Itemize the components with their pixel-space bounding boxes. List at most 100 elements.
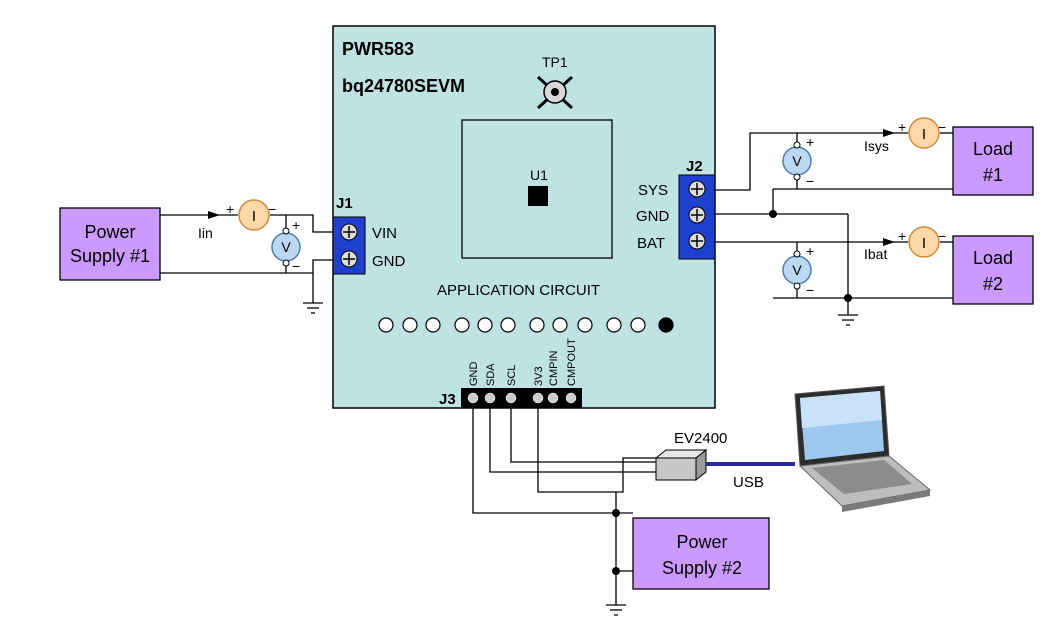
- ev2400-adapter-icon: [654, 448, 708, 482]
- led: [477, 317, 493, 333]
- junction-dot: [612, 509, 620, 517]
- led: [402, 317, 418, 333]
- power-supply-1-line2: Supply #1: [70, 246, 150, 266]
- load-2-line1: Load: [973, 248, 1013, 268]
- u1-chip: [528, 186, 548, 206]
- j3-pin-cmpin: CMPIN: [548, 351, 560, 387]
- j3-pin-sda: SDA: [485, 363, 497, 386]
- current-arrow: [883, 129, 895, 137]
- j3-pin-labels: GND SDA SCL 3V3 CMPIN CMPOUT: [468, 338, 578, 386]
- j2-label: J2: [686, 158, 703, 175]
- load-2-line2: #2: [983, 274, 1003, 294]
- power-supply-1-line1: Power: [84, 222, 135, 242]
- laptop-icon: [794, 385, 932, 512]
- terminal-dot: [282, 259, 290, 267]
- led: [425, 317, 441, 333]
- terminal-dot: [793, 173, 801, 181]
- j1-pin-vin: VIN: [372, 225, 397, 242]
- load-1-box: [952, 126, 1034, 196]
- ammeter-icon: [238, 199, 270, 231]
- application-circuit-label: APPLICATION CIRCUIT: [437, 282, 600, 299]
- ammeter-minus: −: [938, 228, 946, 244]
- voltmeter-symbol: V: [281, 239, 291, 255]
- j3-pin: [532, 392, 544, 404]
- power-supply-2-box: [632, 517, 770, 590]
- led: [500, 317, 516, 333]
- j3-pin-gnd: GND: [468, 362, 480, 387]
- u1-label: U1: [530, 167, 548, 183]
- u1-outline: [461, 119, 613, 259]
- ammeter-symbol: I: [922, 126, 926, 143]
- j3-pins: [467, 392, 577, 404]
- voltmeter-plus: +: [292, 217, 300, 233]
- led: [606, 317, 622, 333]
- terminal-screw-icon: [340, 223, 358, 241]
- junction-dot: [844, 294, 852, 302]
- j1-pin-gnd: GND: [372, 253, 406, 270]
- voltmeter-minus: −: [806, 173, 814, 189]
- ammeter-icon: [908, 226, 940, 258]
- ammeter-symbol: I: [252, 208, 256, 225]
- isys-label: Isys: [864, 138, 889, 154]
- ground-symbol: [838, 314, 858, 326]
- j3-pin: [467, 392, 479, 404]
- j3-pin: [565, 392, 577, 404]
- led: [529, 317, 545, 333]
- ammeter-plus: +: [898, 228, 906, 244]
- j2-pin-bat: BAT: [637, 235, 665, 252]
- ground-symbol: [606, 604, 626, 616]
- ev2400-label: EV2400: [674, 430, 727, 447]
- terminal-screw-icon: [688, 180, 706, 198]
- iin-label: Iin: [198, 225, 213, 241]
- led: [378, 317, 394, 333]
- terminal-dot: [793, 282, 801, 290]
- ibat-label: Ibat: [864, 246, 887, 262]
- power-supply-2-line2: Supply #2: [662, 558, 742, 578]
- terminal-screw-icon: [340, 250, 358, 268]
- terminal-dot: [793, 250, 801, 258]
- voltmeter-symbol: V: [792, 153, 802, 169]
- led: [552, 317, 568, 333]
- load-1-line1: Load: [973, 139, 1013, 159]
- ammeter-plus: +: [226, 201, 234, 217]
- led-filled: [658, 317, 674, 333]
- led: [630, 317, 646, 333]
- terminal-dot: [282, 227, 290, 235]
- j3-label: J3: [439, 391, 456, 408]
- terminal-screw-icon: [688, 232, 706, 250]
- board-title: PWR583: [342, 39, 414, 59]
- j3-pin-cmpout: CMPOUT: [566, 338, 578, 386]
- current-arrow: [883, 238, 895, 246]
- terminal-screw-icon: [688, 206, 706, 224]
- voltmeter-minus: −: [292, 258, 300, 274]
- usb-label: USB: [733, 474, 764, 491]
- j3-pin-scl: SCL: [506, 365, 518, 386]
- led: [454, 317, 470, 333]
- current-arrow: [208, 211, 220, 219]
- j3-pin: [505, 392, 517, 404]
- test-point-icon: [536, 75, 574, 110]
- ammeter-minus: −: [938, 119, 946, 135]
- ammeter-symbol: I: [922, 235, 926, 252]
- tp1-label: TP1: [542, 54, 568, 70]
- voltmeter-plus: +: [806, 243, 814, 259]
- j3-pin: [484, 392, 496, 404]
- power-supply-2-line1: Power: [676, 532, 727, 552]
- j1-label: J1: [336, 195, 353, 212]
- led: [577, 317, 593, 333]
- power-supply-1-box: [59, 207, 161, 281]
- board-part-number: bq24780SEVM: [342, 76, 465, 96]
- junctions: [612, 210, 852, 575]
- load-2-box: [952, 235, 1034, 305]
- led-row: [378, 317, 674, 333]
- junction-dot: [612, 567, 620, 575]
- j2-pin-sys: SYS: [638, 182, 668, 199]
- load-1-line2: #1: [983, 165, 1003, 185]
- ground-symbol: [303, 302, 323, 314]
- junction-dot: [769, 210, 777, 218]
- j2-pin-gnd: GND: [636, 208, 670, 225]
- j3-pin-3v3: 3V3: [533, 366, 545, 386]
- terminal-dot: [793, 141, 801, 149]
- ammeter-icon: [908, 117, 940, 149]
- voltmeter-minus: −: [806, 282, 814, 298]
